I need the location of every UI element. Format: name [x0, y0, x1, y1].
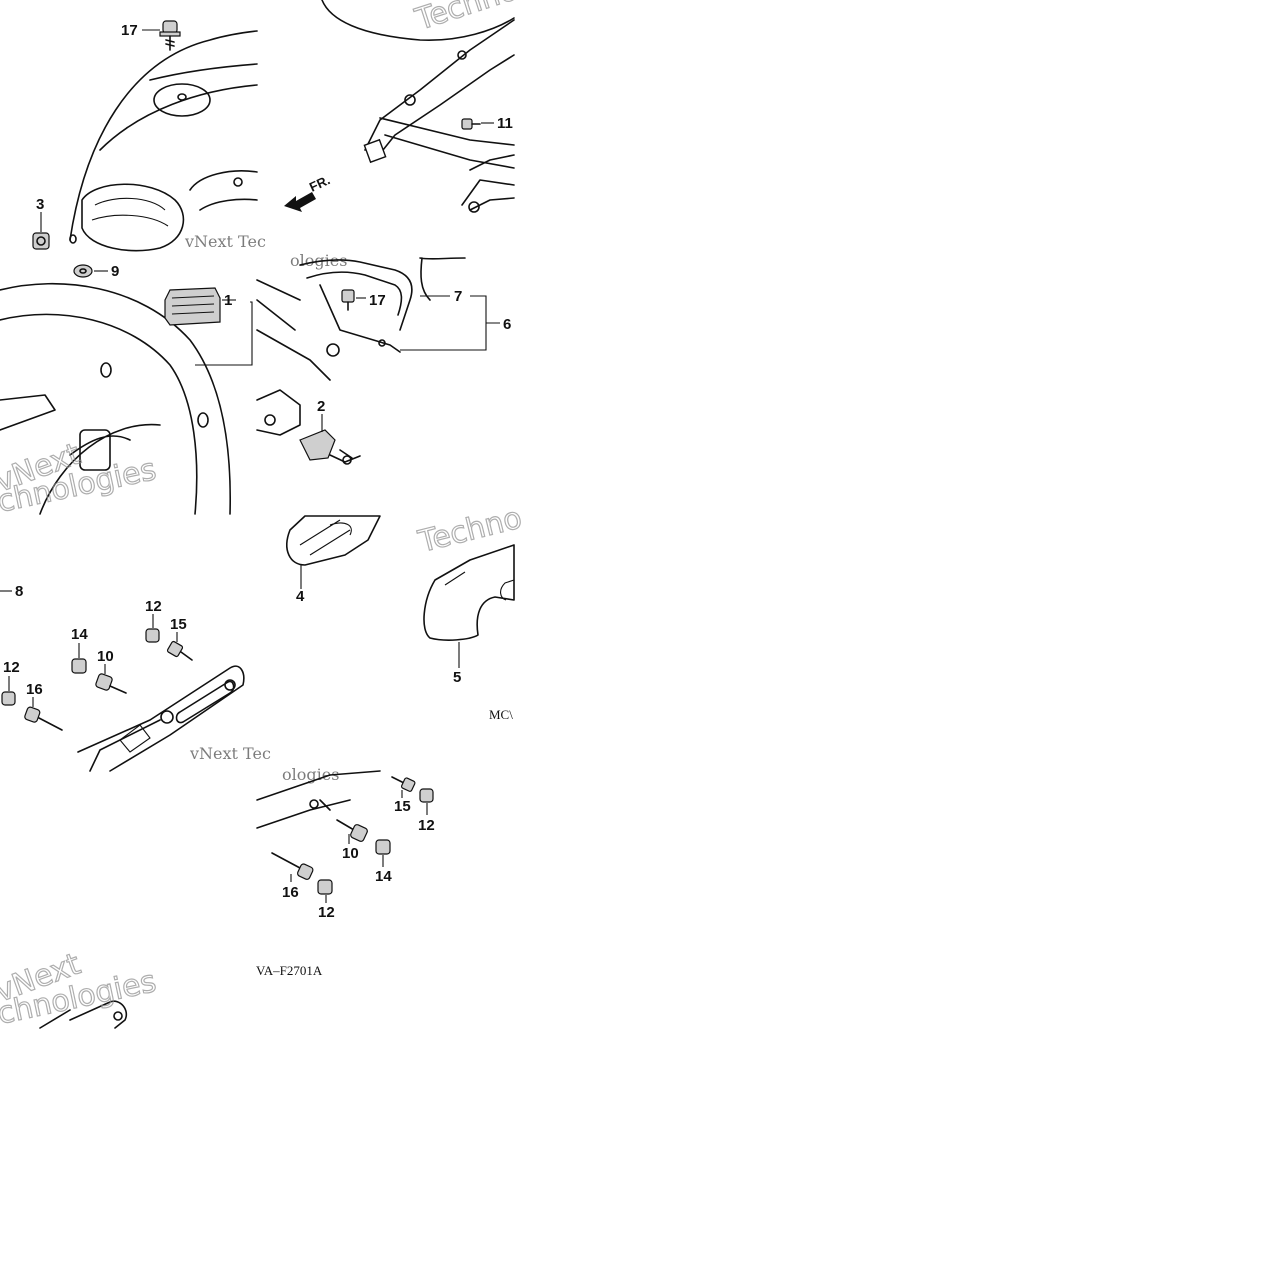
drawing-code-va: VA–F2701A: [256, 963, 323, 978]
nut-14-left: [71, 658, 87, 674]
cover-4: [286, 515, 381, 566]
callout-14-left: 14: [71, 626, 88, 643]
bolt-11: [461, 118, 481, 130]
bolt-15-left: [166, 640, 193, 661]
tile-side-covers: 4 5 MC\ Techno: [286, 500, 526, 722]
callout-14-right: 14: [375, 868, 392, 885]
callout-2: 2: [317, 398, 325, 415]
callout-1: 1: [224, 292, 232, 309]
front-direction-label: FR.: [307, 172, 332, 194]
watermark-techno-tile2: Techno: [411, 0, 522, 38]
callout-12-upper-left: 12: [145, 598, 162, 615]
rear-fender-shell: [69, 30, 258, 241]
nut-12-lower-left: [1, 691, 16, 706]
callout-16-left: 16: [26, 681, 43, 698]
tile-grab-rail: 17 7 6 2 ologies: [256, 251, 511, 465]
fender-hole: [177, 93, 187, 101]
callout-11: 11: [497, 115, 513, 132]
tile-rear-fender-top: 17 3 vNext Tec: [32, 20, 266, 252]
bolt-16-right: [271, 852, 314, 880]
bolt-15-right: [391, 776, 416, 792]
callout-10-right: 10: [342, 845, 359, 862]
tile-seat-frame: 11 FR. Techno: [284, 0, 523, 213]
nut-12-upper-right: [419, 788, 434, 803]
callout-12-upper-right: 12: [418, 817, 435, 834]
callout-17-rail: 17: [369, 292, 386, 309]
nut-9: [73, 264, 93, 278]
nut-3: [32, 232, 50, 250]
watermark-ologies-tile4: ologies: [290, 251, 347, 270]
callout-9: 9: [111, 263, 119, 280]
callout-8: 8: [15, 583, 23, 600]
front-direction-arrow: FR.: [284, 172, 332, 212]
tile-fragment: vNext chnologies: [0, 946, 160, 1032]
cover-5: [423, 544, 515, 641]
callout-10-left: 10: [97, 648, 114, 665]
tail-light-lens: [81, 183, 185, 252]
bracket-lower: [256, 770, 381, 829]
bolt-17-rail: [341, 289, 355, 311]
fender-side-panel: [189, 170, 258, 211]
watermark-techno-tile6: Techno: [414, 501, 525, 560]
callout-15-left: 15: [170, 616, 187, 633]
watermark-vnext-tile5: vNext Tec: [189, 744, 271, 763]
watermark-vnext-tile1: vNext Tec: [184, 232, 266, 251]
frame-stay: [461, 154, 515, 211]
nut-14-right: [375, 839, 391, 855]
callout-4: 4: [296, 588, 305, 605]
grab-rail: [299, 259, 413, 331]
tile-bracket-hardware: ologies 15 12 10 14 16: [256, 765, 435, 978]
nut-12-upper-left: [145, 628, 160, 643]
wheel-inner: [0, 394, 161, 515]
callout-12-lower-left: 12: [3, 659, 20, 676]
bracket-slot: [175, 680, 235, 724]
fender-side-shell: [0, 282, 232, 515]
bolt-10-left: [95, 673, 127, 694]
frame-rail: [364, 19, 515, 161]
callout-3: 3: [36, 196, 44, 213]
callout-17-top: 17: [121, 22, 138, 39]
callout-6: 6: [503, 316, 511, 333]
tile-bracket-left: 8 12 15 14 10: [0, 583, 271, 772]
passenger-bracket: [77, 665, 245, 772]
bolt-10-right: [336, 819, 368, 842]
seat-outline: [321, 0, 515, 41]
callout-7: 7: [454, 288, 462, 305]
callout-12-lower-right: 12: [318, 904, 335, 921]
callout-15-right: 15: [394, 798, 411, 815]
tile-fender-side: 1 9 vNext chnologies: [0, 263, 253, 520]
callout-16-right: 16: [282, 884, 299, 901]
bolt-17-top: [159, 20, 181, 51]
watermark-ologies-tile8: ologies: [282, 765, 339, 784]
callout-5: 5: [453, 669, 461, 686]
seat-latch-2: [299, 429, 361, 465]
nut-12-lower-right: [317, 879, 333, 895]
bolt-16-left: [24, 706, 63, 731]
fender-emblem-plate: [153, 83, 211, 117]
reflector-1: [164, 287, 221, 326]
drawing-code-mc: MC\: [489, 707, 513, 722]
